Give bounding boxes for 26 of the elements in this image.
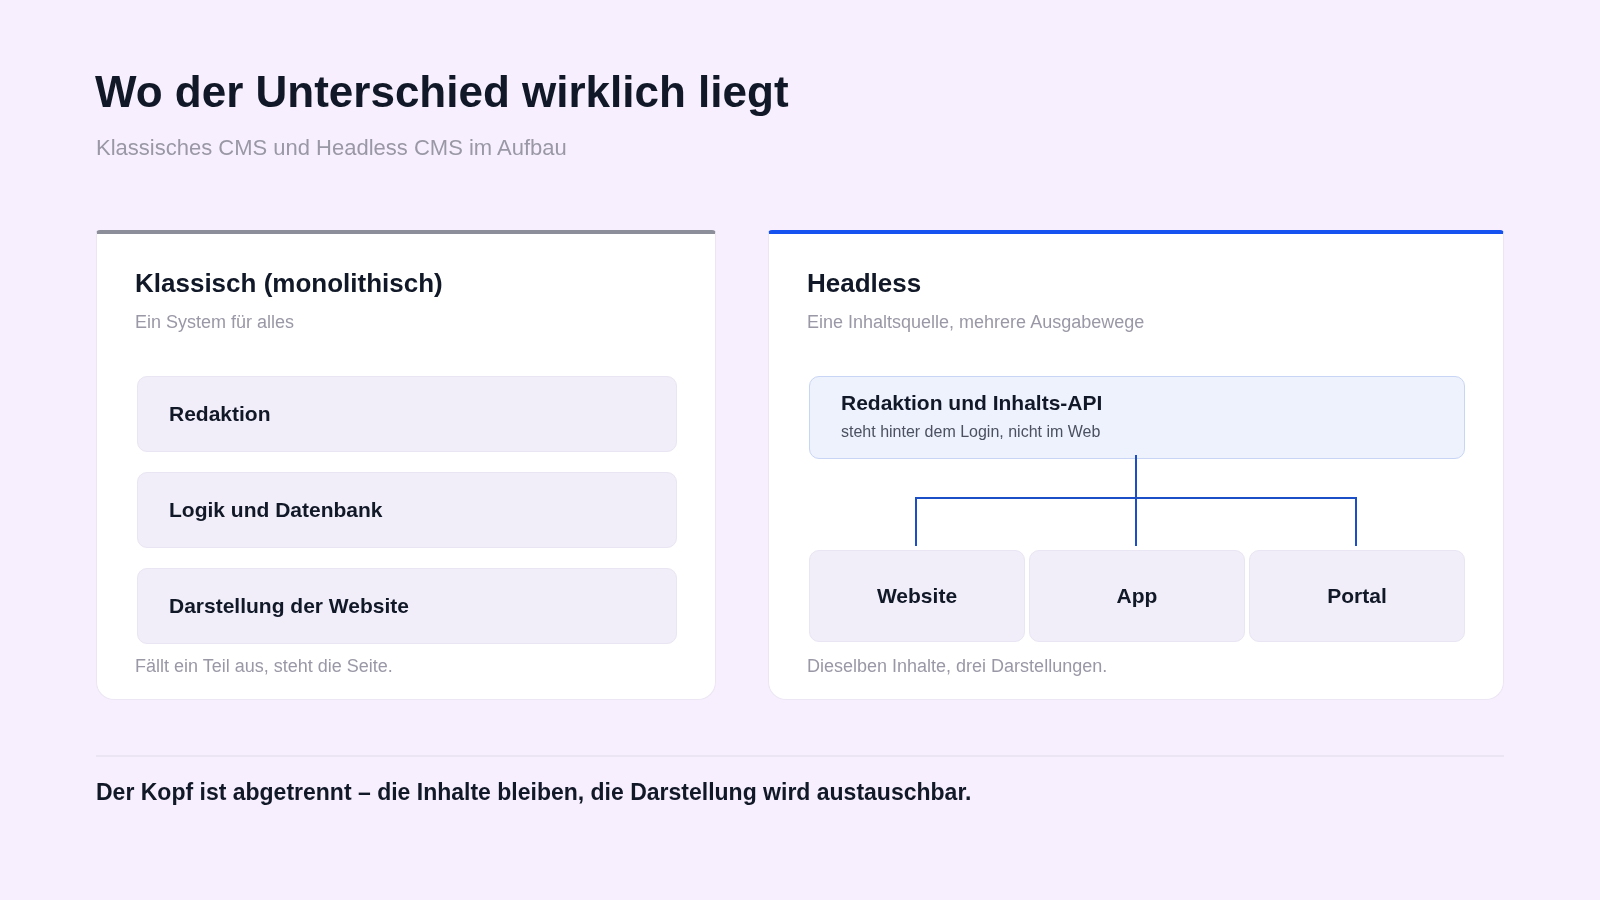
channel-box — [809, 550, 1025, 642]
channel-box — [1029, 550, 1245, 642]
panel-card — [768, 230, 1504, 700]
card-title: Headless — [807, 267, 922, 300]
card-title: Klassisch (monolithisch) — [135, 267, 443, 300]
box-subtitle: steht hinter dem Login, nicht im Web — [841, 422, 1102, 442]
box-label: Logik und Datenbank — [169, 497, 384, 523]
box-label: Website — [876, 583, 958, 609]
box-label: Darstellung der Website — [169, 593, 410, 619]
page-subtitle: Klassisches CMS und Headless CMS im Aufbau — [96, 134, 567, 162]
layer-box — [137, 376, 677, 452]
card-note: Fällt ein Teil aus, steht die Seite. — [135, 655, 393, 678]
box-label: Redaktion — [169, 401, 272, 427]
card-note: Dieselben Inhalte, drei Darstellungen. — [807, 655, 1108, 678]
panel-card — [96, 230, 716, 700]
box-label: Portal — [1327, 583, 1387, 609]
box-title: Redaktion und Inhalts-API — [841, 390, 1104, 416]
layer-box — [137, 472, 677, 548]
card-subtitle: Eine Inhaltsquelle, mehrere Ausgabewege — [807, 311, 1145, 334]
layer-box — [137, 568, 677, 644]
summary-text: Der Kopf ist abgetrennt – die Inhalte bleiben, die Darstellung wird austauschbar. — [96, 778, 972, 807]
page-title: Wo der Unterschied wirklich liegt — [95, 66, 789, 118]
api-box — [809, 376, 1465, 459]
card-subtitle: Ein System für alles — [135, 311, 295, 334]
channel-box — [1249, 550, 1465, 642]
box-label: App — [1116, 583, 1158, 609]
